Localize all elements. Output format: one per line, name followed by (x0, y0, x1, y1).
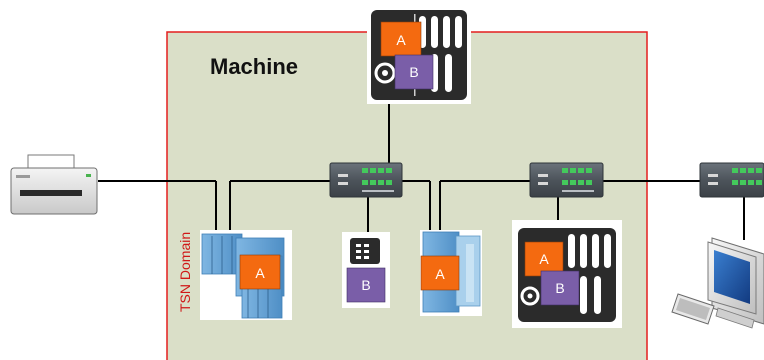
svg-text:B: B (555, 280, 564, 296)
network-links (98, 100, 745, 240)
svg-text:A: A (539, 251, 549, 267)
badge-a: A (420, 255, 460, 291)
badge-a: A (380, 21, 422, 57)
badge-b: B (540, 270, 580, 306)
svg-text:B: B (361, 277, 370, 293)
machine-title: Machine (210, 54, 298, 79)
network-switch-icon (329, 162, 403, 198)
printer-icon (10, 154, 98, 215)
svg-text:A: A (396, 32, 406, 48)
badge-b: B (346, 267, 386, 303)
badge-a: A (524, 241, 564, 277)
svg-text:A: A (435, 266, 445, 282)
computer-icon (671, 237, 764, 329)
network-switch-icon (529, 162, 604, 198)
badge-a: A (239, 254, 281, 290)
svg-text:A: A (255, 265, 265, 281)
svg-text:B: B (409, 64, 418, 80)
network-switch-icon (699, 162, 764, 198)
tsn-domain-label: TSN Domain (177, 232, 193, 312)
badge-b: B (394, 54, 434, 90)
